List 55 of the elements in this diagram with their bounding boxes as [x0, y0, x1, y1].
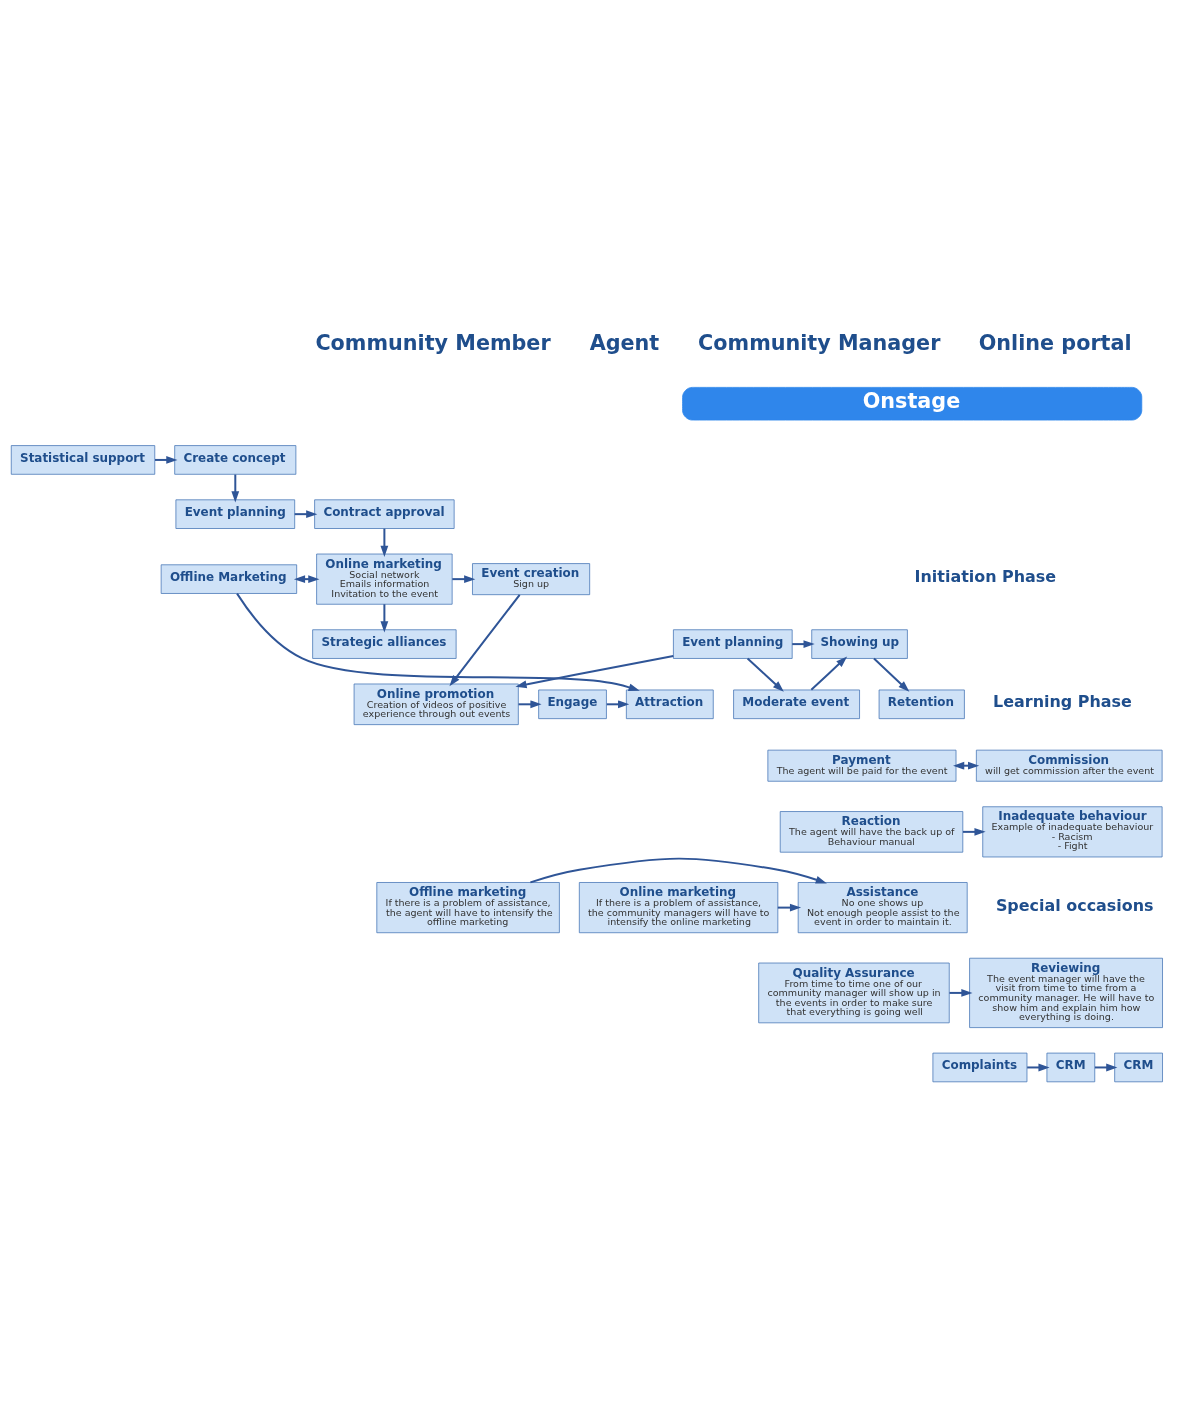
arrow [873, 657, 910, 692]
node-box: Payment The agent will be paid for the event [767, 749, 957, 782]
node-box: Attraction [625, 689, 714, 719]
arrow [776, 903, 802, 912]
node-box: Event planning [673, 628, 793, 659]
arrow [380, 602, 389, 632]
node-box: Contract approval [314, 498, 455, 529]
node-box: Assistance No one shows up Not enough people assist to the event in order to maintain it. [797, 881, 968, 933]
node-box: CRM [1114, 1052, 1163, 1082]
node-box: Retention [878, 689, 965, 719]
node-box: Moderate event [733, 689, 860, 719]
arrow [1093, 1063, 1118, 1071]
arrow [380, 527, 389, 557]
label: Online portal [978, 330, 1132, 355]
arrow [948, 988, 973, 997]
node-box: Commission will get commission after the event [975, 749, 1163, 782]
node-box: Statistical support [10, 444, 156, 475]
node-box: Offline Marketing [160, 563, 298, 594]
arrow [293, 509, 318, 518]
node-box: Onstage [682, 386, 1143, 420]
node-box: Reaction The agent will have the back up of Behaviour manual [779, 810, 964, 853]
node-box: Online promotion Creation of videos of positive experience through out events [353, 683, 519, 725]
label: Initiation Phase [914, 566, 1057, 586]
node-box: Offline marketing If there is a problem of assistance, the agent will have to intensify the offline marketing [376, 881, 560, 933]
node-box: Reviewing The event manager will have the visit from time to time from a community manager. He will have to show him and explain him how everything is doing. [969, 957, 1163, 1028]
node-box: Event planning [175, 498, 296, 529]
node-box: Event creation Sign up [472, 562, 591, 595]
arrow [791, 639, 815, 648]
arrow [1026, 1063, 1050, 1071]
label: Community Member [315, 330, 551, 355]
node-box: CRM [1046, 1052, 1096, 1082]
node-box: Complaints [932, 1052, 1028, 1082]
node-box: Online marketing Social network Emails information Invitation to the event [316, 553, 453, 605]
label: Community Manager [698, 330, 941, 355]
arrow [231, 473, 240, 502]
arrow [810, 655, 848, 691]
node-box: Create concept [174, 444, 297, 475]
arrow [451, 574, 476, 583]
node-box: Showing up [811, 628, 908, 659]
arrow [529, 857, 827, 883]
node-box: Online marketing If there is a problem of assistance, the community managers will have to intensify the online marketing [578, 881, 779, 933]
arrow [746, 657, 784, 692]
node-box: Engage [538, 689, 607, 719]
arrow [236, 592, 640, 691]
node-box: Inadequate behaviour Example of inadequate behaviour - Racism - Fight [982, 805, 1163, 857]
node-box: Strategic alliances [312, 628, 457, 659]
label: Learning Phase [993, 691, 1132, 711]
arrow [154, 455, 178, 464]
arrow [517, 699, 542, 708]
arrow [605, 699, 630, 708]
label: Agent [589, 330, 660, 355]
arrow [515, 654, 675, 688]
arrow [449, 593, 521, 686]
label: Special occasions [995, 895, 1154, 915]
node-box: Quality Assurance From time to time one of our community manager will show up in the events in order to make sure that everything is going well [758, 962, 950, 1023]
